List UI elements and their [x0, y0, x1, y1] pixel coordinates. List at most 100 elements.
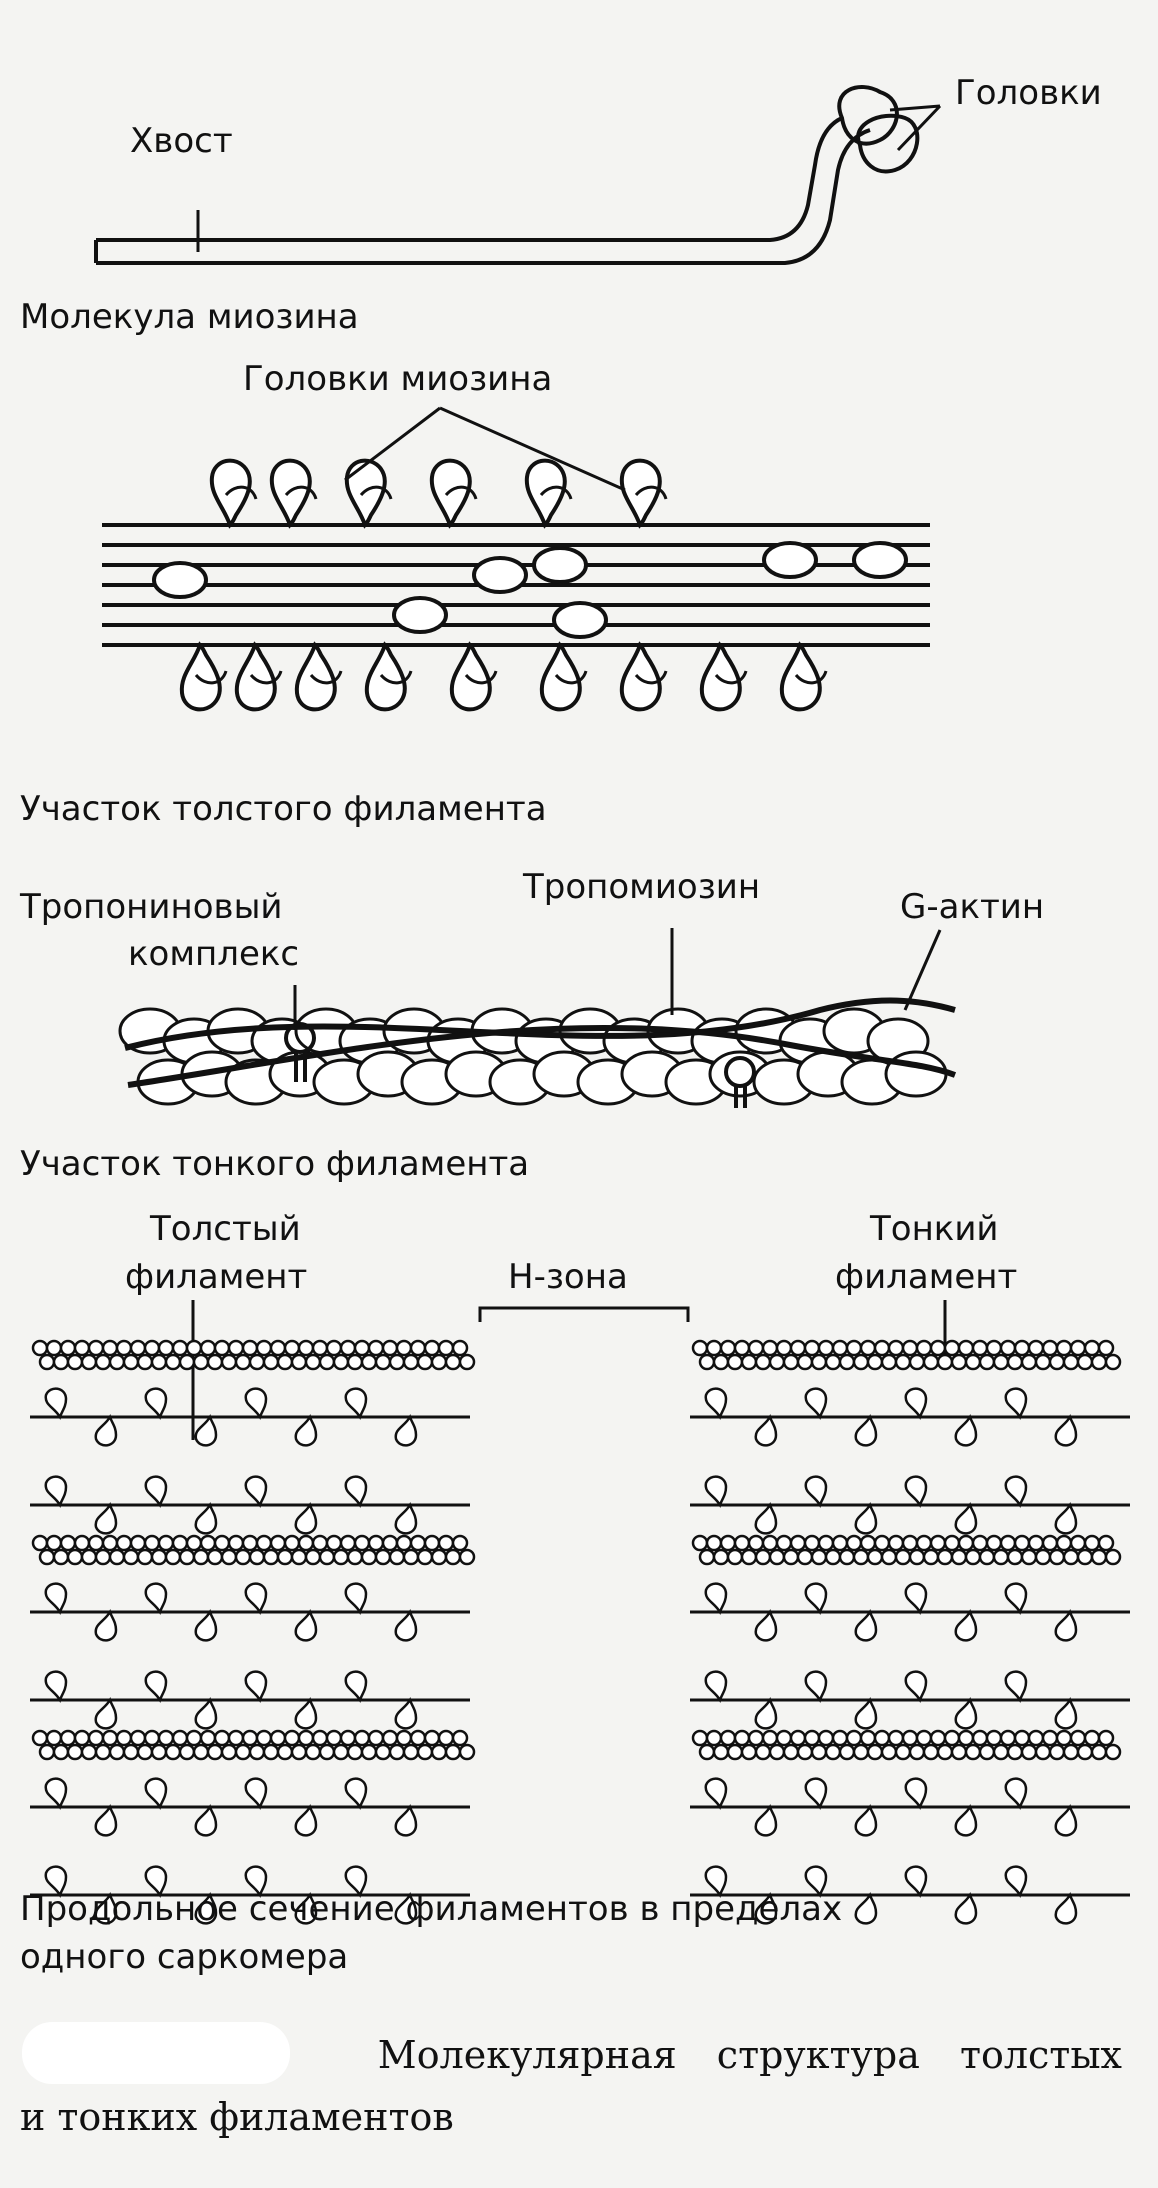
myosin-head: [699, 641, 748, 712]
tail-label: Хвост: [130, 121, 233, 161]
actin-bead: [304, 1743, 322, 1761]
sarcomere-filament-array: [30, 1339, 1130, 1925]
actin-bead: [817, 1534, 835, 1552]
actin-bead: [45, 1534, 63, 1552]
actin-bead: [761, 1339, 779, 1357]
actin-bead: [360, 1743, 378, 1761]
actin-bead: [1048, 1548, 1066, 1566]
actin-bead: [164, 1743, 182, 1761]
actin-bead: [817, 1729, 835, 1747]
actin-bead: [395, 1729, 413, 1747]
actin-bead: [775, 1534, 793, 1552]
actin-bead: [726, 1743, 744, 1761]
actin-bead: [1027, 1339, 1045, 1357]
actin-bead: [129, 1534, 147, 1552]
actin-bead: [810, 1743, 828, 1761]
actin-bead: [957, 1534, 975, 1552]
actin-bead: [87, 1339, 105, 1357]
myosin-molecule-panel: Хвост Головки Молекула миозина: [20, 73, 1102, 337]
actin-bead: [409, 1729, 427, 1747]
actin-bead: [346, 1743, 364, 1761]
actin-bead: [311, 1339, 329, 1357]
actin-bead: [985, 1339, 1003, 1357]
actin-bead: [831, 1339, 849, 1357]
actin-bead: [108, 1353, 126, 1371]
myosin-head: [1054, 1414, 1078, 1447]
myosin-head: [619, 641, 668, 712]
actin-bead: [873, 1729, 891, 1747]
actin-bead: [360, 1353, 378, 1371]
actin-bead: [817, 1339, 835, 1357]
myosin-head: [619, 458, 668, 529]
myosin-head: [144, 1387, 168, 1420]
actin-bead: [733, 1729, 751, 1747]
myosin-head: [954, 1892, 978, 1925]
actin-bead: [381, 1339, 399, 1357]
actin-bead: [430, 1743, 448, 1761]
actin-bead: [73, 1729, 91, 1747]
actin-bead: [747, 1339, 765, 1357]
myosin-head: [754, 1892, 778, 1925]
actin-bead: [698, 1743, 716, 1761]
h-zone-label: Н-зона: [508, 1257, 628, 1297]
actin-bead: [1076, 1548, 1094, 1566]
actin-bead: [388, 1743, 406, 1761]
actin-bead: [831, 1534, 849, 1552]
myosin-head: [394, 1414, 418, 1447]
myosin-head: [44, 1387, 68, 1420]
myosin-head: [294, 1502, 318, 1535]
myosin-head: [392, 596, 448, 634]
myosin-head: [144, 1475, 168, 1508]
actin-bead: [38, 1743, 56, 1761]
actin-bead: [108, 1548, 126, 1566]
actin-bead: [297, 1339, 315, 1357]
panel-title-sarcomere-line2: одного саркомера: [20, 1937, 348, 1977]
actin-bead: [768, 1743, 786, 1761]
myosin-head: [1004, 1670, 1028, 1703]
myosin-head-2: [856, 113, 920, 174]
actin-bead: [129, 1339, 147, 1357]
myosin-head: [144, 1582, 168, 1615]
actin-bead: [206, 1548, 224, 1566]
myosin-head: [552, 601, 608, 639]
myosin-head: [762, 541, 818, 579]
actin-bead: [978, 1548, 996, 1566]
myosin-head: [704, 1777, 728, 1810]
myosin-head: [704, 1475, 728, 1508]
myosin-head: [194, 1892, 218, 1925]
actin-bead-chain: [118, 1007, 948, 1106]
actin-bead: [1076, 1353, 1094, 1371]
myosin-head: [94, 1697, 118, 1730]
actin-bead: [353, 1534, 371, 1552]
myosin-head: [472, 556, 528, 594]
actin-bead: [880, 1743, 898, 1761]
actin-bead: [262, 1353, 280, 1371]
myosin-head: [904, 1582, 928, 1615]
actin-bead: [950, 1743, 968, 1761]
myosin-head: [754, 1414, 778, 1447]
actin-bead: [1083, 1534, 1101, 1552]
troponin-label-line1: Тропониновый: [19, 887, 283, 927]
actin-bead: [269, 1729, 287, 1747]
actin-bead: [803, 1534, 821, 1552]
actin-bead: [887, 1339, 905, 1357]
actin-bead: [395, 1339, 413, 1357]
actin-bead: [192, 1353, 210, 1371]
actin-bead: [1020, 1743, 1038, 1761]
thick-filament-label-line2: филамент: [125, 1257, 307, 1297]
myosin-head: [754, 1697, 778, 1730]
actin-bead: [332, 1743, 350, 1761]
actin-bead: [1062, 1743, 1080, 1761]
myosin-head: [904, 1865, 928, 1898]
actin-bead: [754, 1353, 772, 1371]
myosin-head: [94, 1892, 118, 1925]
actin-bead: [873, 1534, 891, 1552]
actin-bead: [691, 1534, 709, 1552]
actin-bead: [901, 1534, 919, 1552]
actin-bead: [346, 1353, 364, 1371]
actin-bead: [311, 1534, 329, 1552]
actin-bead: [761, 1534, 779, 1552]
myosin-head: [344, 1475, 368, 1508]
actin-bead: [1041, 1339, 1059, 1357]
myosin-head: [144, 1777, 168, 1810]
